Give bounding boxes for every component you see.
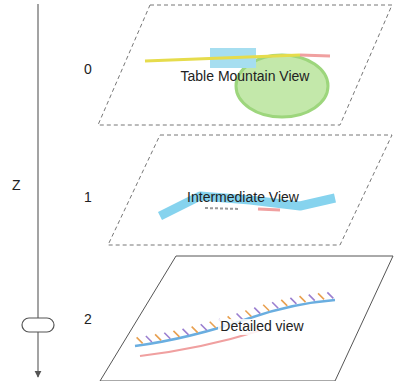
tick (309, 295, 315, 301)
tick (281, 300, 287, 306)
pink-route (258, 209, 280, 210)
zoom-plane: Table Mountain View (98, 5, 392, 125)
tick (164, 333, 170, 339)
level-number: 1 (84, 190, 92, 204)
grey-route (205, 208, 240, 209)
level-number: 2 (84, 312, 92, 326)
level-number: 0 (84, 62, 92, 76)
plane-title: Detailed view (218, 319, 305, 334)
tick (192, 327, 198, 333)
tick (254, 308, 260, 314)
tick (327, 292, 333, 298)
tick (155, 334, 161, 340)
axis-label: Z (12, 178, 21, 192)
plane-border (108, 135, 392, 245)
tick (210, 322, 216, 328)
tick (272, 302, 278, 308)
tick (245, 311, 251, 317)
zoom-plane: Detailed view (100, 256, 393, 381)
plane-border (98, 5, 392, 125)
plane-title: Table Mountain View (179, 69, 312, 84)
tick (290, 298, 296, 304)
slider-handle (22, 318, 54, 332)
tick (201, 324, 207, 330)
pink-route (300, 55, 330, 56)
tick (318, 293, 324, 299)
plane-title: Intermediate View (185, 190, 301, 205)
tick (263, 305, 269, 311)
tick (137, 337, 143, 343)
yellow-route (145, 55, 300, 61)
tick (146, 336, 152, 342)
zoom-plane: Intermediate View (108, 135, 392, 245)
tick-marks (137, 292, 334, 343)
blue-curve (135, 300, 335, 346)
tick (300, 296, 306, 302)
plane-border (100, 256, 393, 381)
tick (173, 331, 179, 337)
plane-outline (98, 5, 392, 125)
tick (183, 329, 189, 335)
